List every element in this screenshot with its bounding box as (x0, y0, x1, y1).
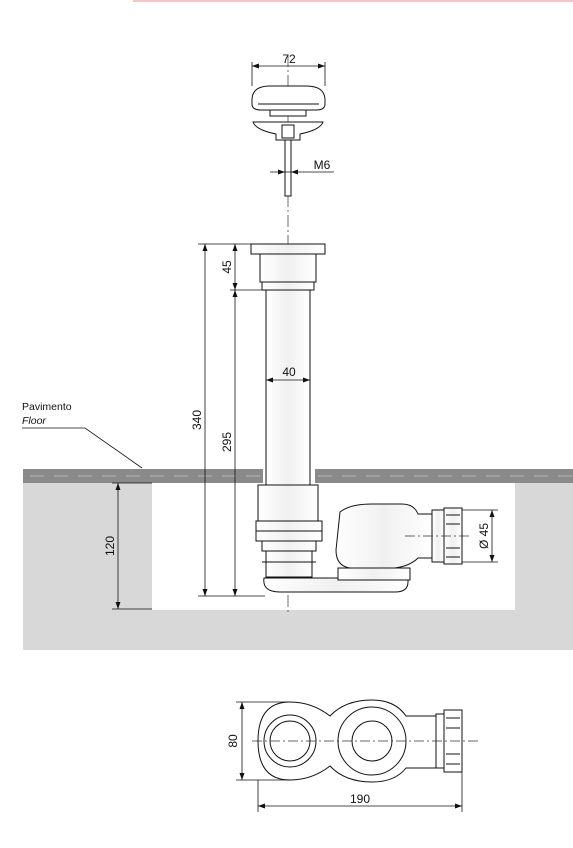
lower-coupling (257, 484, 319, 522)
dim-outlet-diameter: Ø 45 (477, 523, 491, 549)
dim-cap-diameter: 72 (282, 52, 296, 66)
cap-dome (251, 85, 326, 111)
recess-bottom (23, 610, 573, 650)
cap-stem (269, 109, 307, 117)
dim-total-height: 340 (190, 410, 204, 430)
dim-recess-depth: 120 (103, 536, 117, 556)
header-rule (133, 0, 573, 2)
label-floor-en: Floor (22, 415, 46, 427)
dim-flange-height: 45 (220, 260, 234, 274)
cap-rod (284, 139, 292, 197)
dim-pipe-length: 295 (220, 432, 234, 452)
dim-pipe-diameter: 40 (282, 365, 296, 379)
plan-dimension-lines (236, 701, 463, 812)
top-flange (250, 243, 326, 255)
trap-base (263, 577, 409, 593)
outlet-ring (265, 550, 313, 578)
dim-trap-width: 80 (226, 734, 240, 748)
plan-dimension-arrows (239, 702, 462, 809)
trap-elbow (335, 503, 433, 569)
vertical-pipe (265, 289, 311, 486)
flange-neck (259, 253, 317, 283)
dimension-arrows (115, 63, 495, 609)
trap-tray (337, 567, 411, 581)
gasket-ring (261, 540, 317, 552)
floor-slab-left (23, 469, 263, 483)
cap-spring (281, 124, 295, 139)
drain-body (250, 243, 409, 593)
side-trap (335, 503, 463, 581)
floor-section (23, 469, 573, 650)
pop-up-cap (251, 85, 326, 197)
label-floor-it: Pavimento (22, 401, 72, 413)
dim-thread: M6 (314, 158, 331, 172)
pipe-nut (261, 281, 315, 291)
dim-trap-length: 190 (350, 792, 370, 806)
